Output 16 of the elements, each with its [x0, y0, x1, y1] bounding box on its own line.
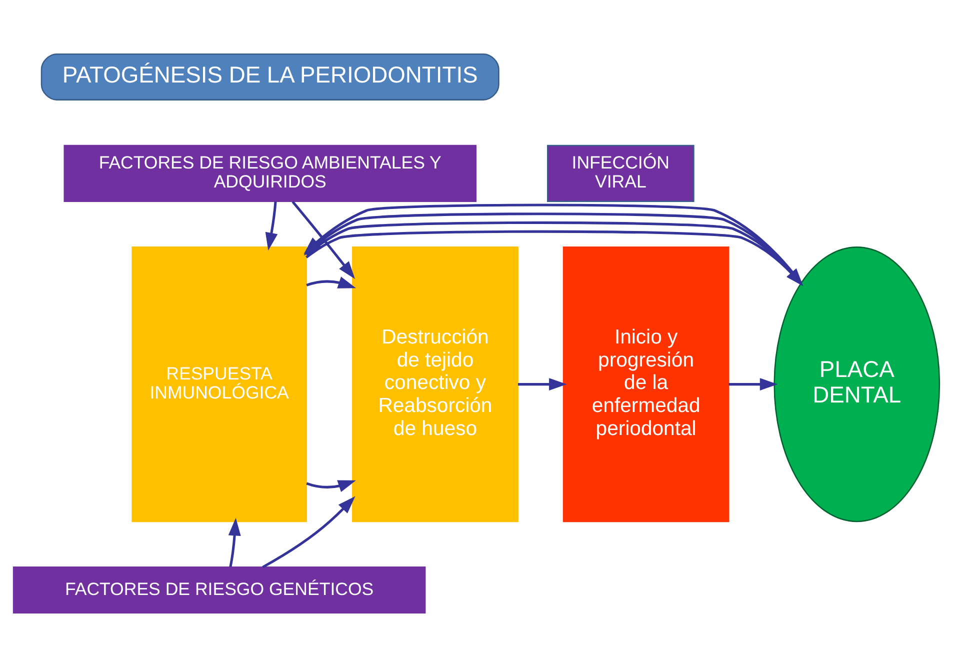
node-box: RESPUESTA INMUNOLÓGICA: [132, 246, 307, 522]
node-box: FACTORES DE RIESGO GENÉTICOS: [12, 566, 426, 614]
arrow: [728, 378, 778, 391]
arrow: [228, 518, 241, 568]
node-box: INFECCIÓN VIRAL: [547, 144, 694, 202]
arrow: [292, 200, 356, 279]
node-box: PATOGÉNESIS DE LA PERIODONTITIS: [40, 53, 500, 100]
arrow: [518, 378, 567, 391]
arrow: [265, 201, 278, 251]
node-box: Destrucción de tejido conectivo y Reabsorción de hueso: [352, 246, 518, 522]
node-box: FACTORES DE RIESGO AMBIENTALES Y ADQUIRIDOS: [64, 144, 476, 202]
node-ellipse: PLACA DENTAL: [774, 246, 940, 522]
arrow: [306, 276, 356, 288]
arrow: [262, 496, 356, 568]
arrow: [306, 480, 356, 492]
node-box: Inicio y progresión de la enfermedad periodontal: [562, 246, 730, 522]
